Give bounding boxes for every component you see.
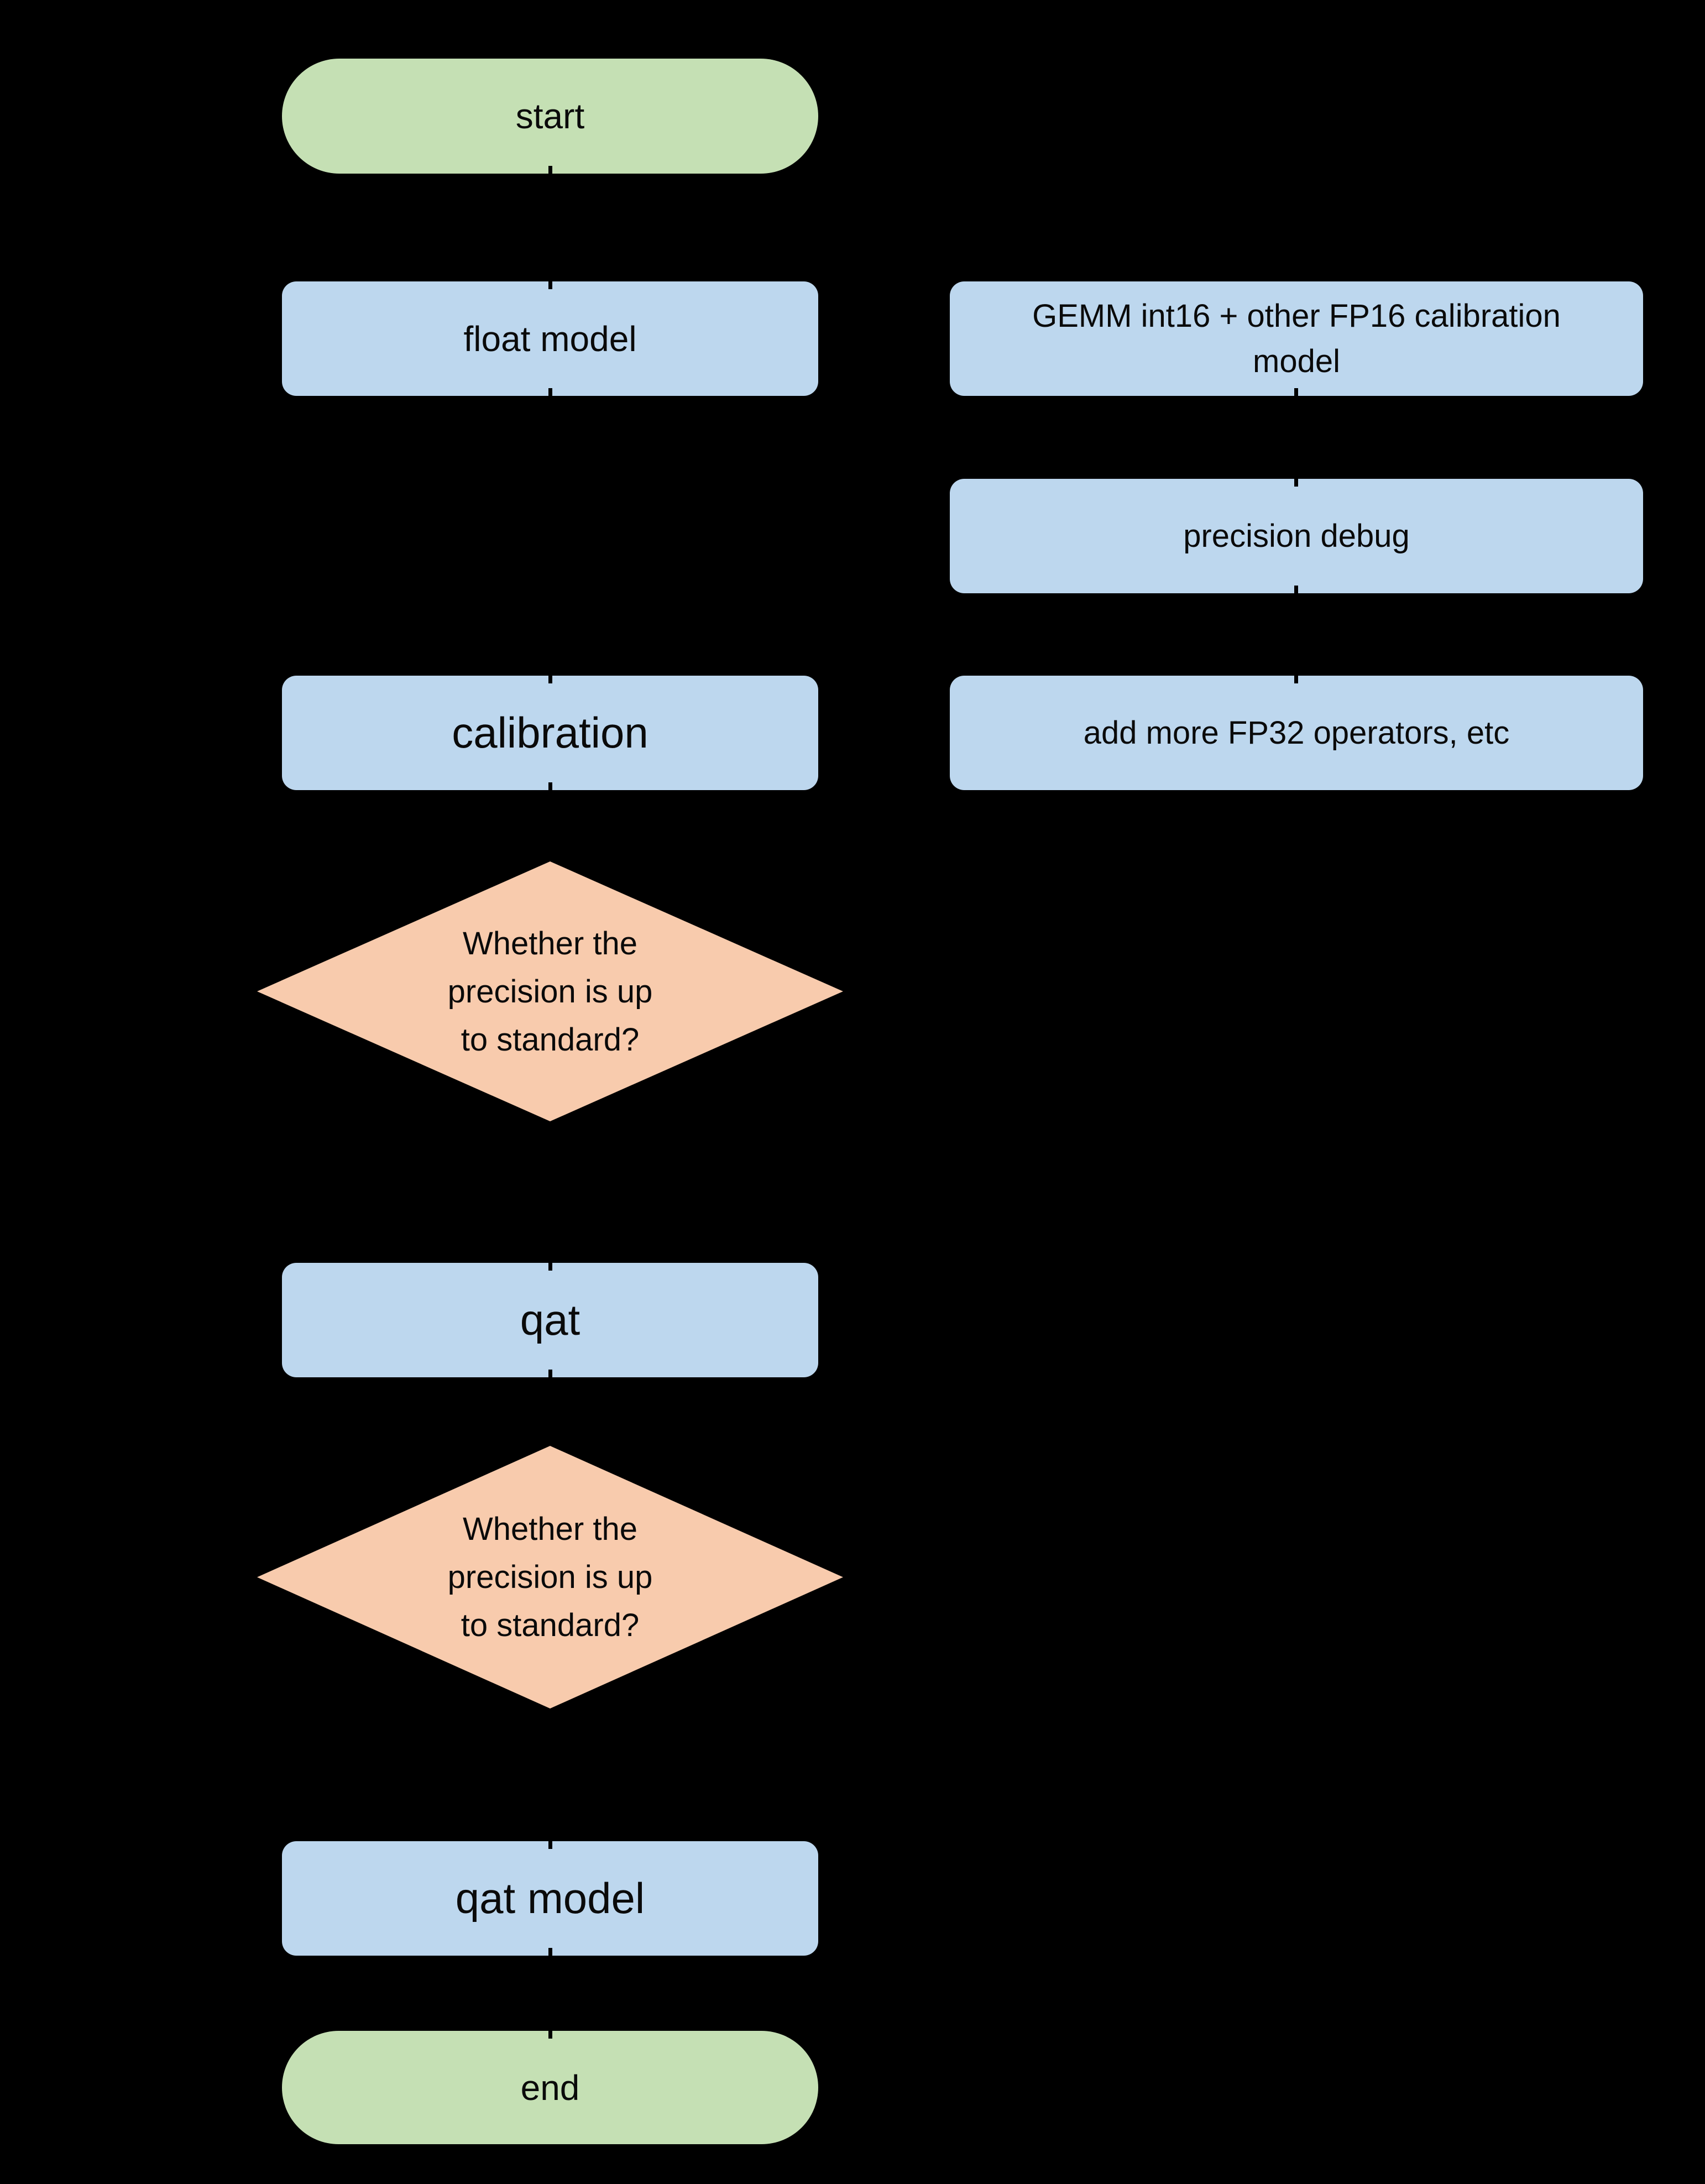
node-decision1-label: Whether the precision is up to standard?: [447, 925, 653, 1058]
node-gemm-label: GEMM int16 + other FP16 calibration mode…: [1032, 298, 1561, 379]
node-precision-debug: precision debug: [950, 479, 1643, 593]
connector-notch: [548, 782, 552, 790]
connector-notch: [548, 1948, 552, 1956]
node-decision-precision-standard-2: Whether the precision is up to standard?: [257, 1446, 843, 1708]
node-end: end: [282, 2031, 818, 2144]
connector-notch: [1294, 479, 1298, 487]
node-precision-debug-label: precision debug: [1183, 518, 1410, 554]
node-qat-label: qat: [520, 1295, 580, 1344]
connector-notch: [1294, 388, 1298, 396]
node-add-fp32-label: add more FP32 operators, etc: [1083, 714, 1510, 751]
connector-notch: [548, 1263, 552, 1271]
node-gemm-int16-fp16-calibration-model: GEMM int16 + other FP16 calibration mode…: [950, 281, 1643, 396]
node-float-model: float model: [282, 281, 818, 396]
node-decision-precision-standard-1: Whether the precision is up to standard?: [257, 861, 843, 1121]
node-start-label: start: [515, 96, 585, 136]
node-start: start: [282, 59, 818, 174]
node-decision2-label: Whether the precision is up to standard?: [447, 1511, 653, 1643]
node-qat: qat: [282, 1263, 818, 1377]
connector-notch: [548, 1370, 552, 1377]
connector-notch: [1294, 586, 1298, 593]
connector-notch: [548, 2031, 552, 2039]
connector-notch: [548, 1841, 552, 1849]
node-calibration: calibration: [282, 676, 818, 790]
node-end-label: end: [520, 2067, 580, 2108]
node-float-model-label: float model: [463, 318, 637, 359]
connector-notch: [1294, 676, 1298, 683]
node-calibration-label: calibration: [452, 708, 648, 757]
node-qat-model: qat model: [282, 1841, 818, 1956]
connector-notch: [548, 676, 552, 683]
connector-notch: [548, 166, 552, 174]
connector-notch: [548, 388, 552, 396]
node-qat-model-label: qat model: [455, 1873, 645, 1922]
connector-notch: [548, 281, 552, 289]
node-add-more-fp32-operators: add more FP32 operators, etc: [950, 676, 1643, 790]
